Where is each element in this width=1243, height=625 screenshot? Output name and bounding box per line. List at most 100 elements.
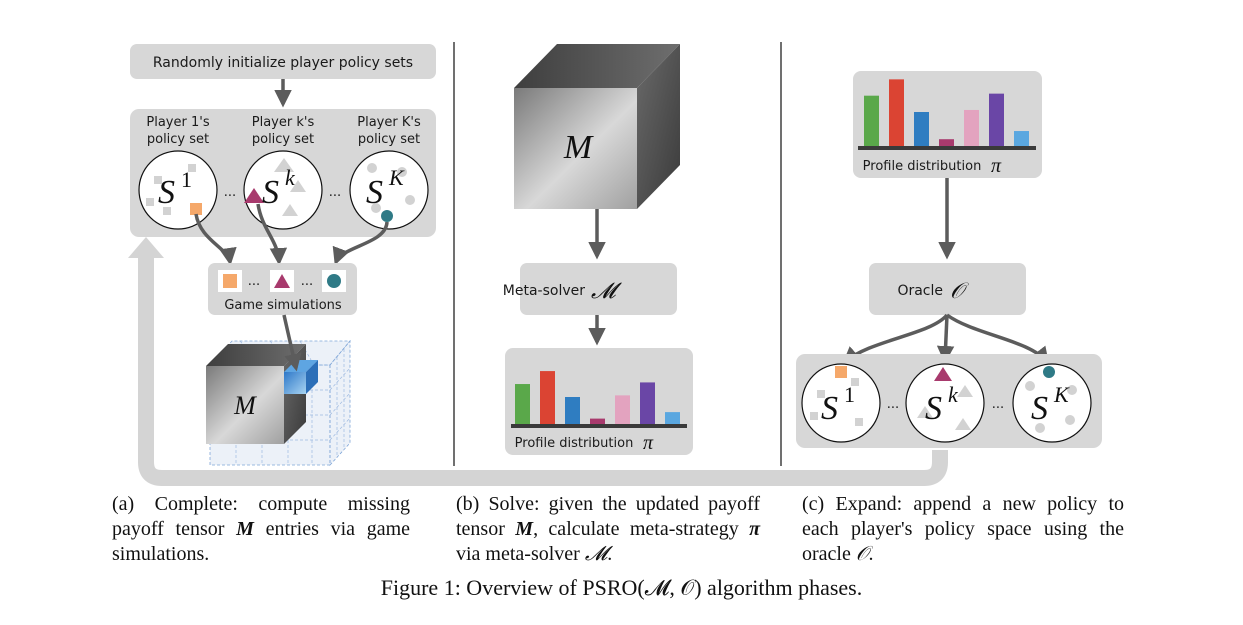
caption-a-text: Complete: compute missing payoff tensor (112, 493, 410, 540)
player1-title-2: policy set (147, 132, 209, 147)
sK-sup: K (388, 165, 405, 190)
c-sK-base: S (1031, 390, 1048, 427)
payoff-tensor-b: M (514, 44, 680, 209)
oracle-box (869, 263, 1026, 315)
player1-title-1: Player 1's (146, 115, 209, 130)
profile-box-b: Profile distribution π (505, 348, 693, 455)
playerk-title-1: Player k's (252, 115, 315, 130)
new-policy-teal-circle (381, 210, 393, 222)
dots-c1: ... (887, 397, 899, 412)
baseline-c (858, 146, 1036, 150)
expanded-set-sK: S K (1012, 363, 1092, 443)
profile-bar-4 (590, 418, 605, 424)
expanded-teal-circle (1043, 366, 1055, 378)
caption-a-text2: entries via game simulations. (112, 518, 411, 565)
playerK-title-1: Player K's (357, 115, 421, 130)
caption-c: (c) Expand: append a new policy to each … (802, 492, 1124, 567)
sim-orange-square (223, 274, 237, 288)
payoff-tensor-a: M (206, 339, 351, 467)
profile-bar-2 (540, 371, 555, 424)
expanded-set-sk: S k (905, 363, 985, 443)
sK-base: S (366, 174, 383, 211)
playerK-title-2: policy set (358, 132, 420, 147)
playerk-title-2: policy set (252, 132, 314, 147)
caption-c-text: Expand: append a new policy to each play… (802, 493, 1124, 565)
loop-arrow (138, 255, 948, 486)
dots-sim2: ... (301, 274, 313, 289)
arrow-sK-to-sim (332, 221, 389, 266)
policy-set-s1: S 1 (138, 150, 218, 230)
profile-symbol-c: π (991, 155, 1002, 177)
caption-b: (b) Solve: given the updated payoff tens… (456, 492, 760, 567)
caption-b-tag: (b) (456, 493, 480, 515)
new-policy-purple-triangle (244, 188, 264, 203)
tensor-label-b: M (563, 129, 594, 166)
profile-symbol-b: π (643, 432, 654, 454)
profile-bar-7 (1014, 131, 1029, 146)
profile-bar-4 (939, 139, 954, 146)
profile-bar-7 (665, 412, 680, 424)
panel-c: Profile distribution π Oracle 𝒪 S 1 ... … (796, 71, 1102, 448)
sim-teal-circle (327, 274, 341, 288)
caption-b-solver: 𝓜 (584, 543, 608, 565)
init-box (130, 44, 436, 79)
caption-c-oracle: 𝒪 (855, 543, 869, 565)
game-sim-label: Game simulations (224, 298, 342, 313)
profile-box-c: Profile distribution π (853, 71, 1042, 178)
sim-purple-triangle (274, 274, 290, 288)
baseline-b (511, 424, 687, 428)
profile-bar-1 (864, 95, 879, 146)
arrow-oracle-to-sk (936, 314, 955, 364)
caption-b-text3: via meta-solver (456, 543, 580, 565)
caption-b-pi: π (749, 518, 760, 540)
arrow-sk-to-sim (256, 203, 288, 266)
profile-bar-5 (615, 395, 630, 424)
dots-a2: ... (329, 185, 341, 200)
policy-set-sk: S k (243, 150, 323, 230)
new-policy-orange-square (190, 203, 202, 215)
init-label: Randomly initialize player policy sets (153, 55, 413, 71)
figure-canvas: Randomly initialize player policy sets P… (128, 42, 1102, 486)
c-sk-base: S (925, 390, 942, 427)
caption-a-tag: (a) (112, 493, 135, 515)
profile-bar-3 (565, 397, 580, 424)
figure-caption: Figure 1: Overview of PSRO(𝓜, 𝒪) algorit… (380, 575, 863, 600)
sk-base: S (262, 174, 279, 211)
caption-c-end: . (868, 543, 874, 565)
meta-solver-box (520, 263, 677, 315)
profile-bar-5 (964, 109, 979, 146)
sk-sup: k (285, 165, 296, 190)
profile-bars-c (864, 79, 1029, 146)
profile-bars-b (515, 371, 680, 424)
caption-a-bold: M (236, 518, 254, 540)
dots-sim1: ... (248, 274, 260, 289)
panel-a: Randomly initialize player policy sets P… (128, 44, 948, 486)
c-s1-base: S (821, 390, 838, 427)
policy-set-sK: S K (349, 150, 429, 230)
expanded-purple-triangle (934, 367, 952, 381)
c-sK-sup: K (1053, 382, 1070, 407)
arrow-s1-to-sim (194, 213, 237, 266)
oracle-text: Oracle (897, 283, 943, 299)
profile-text-b: Profile distribution (515, 436, 634, 451)
expanded-set-s1: S 1 (801, 363, 881, 443)
caption-b-text: Solve: given the updated payoff tensor (456, 493, 760, 540)
s1-sup: 1 (181, 167, 192, 192)
caption-a: (a) Complete: compute missing payoff ten… (112, 492, 410, 567)
meta-solver-text: Meta-solver (503, 283, 585, 299)
panel-b: M Meta-solver 𝓜 Profile distribution π (503, 44, 693, 455)
profile-text-c: Profile distribution (863, 159, 982, 174)
arrow-sim-to-tensor (282, 314, 302, 372)
expanded-orange-square (835, 366, 847, 378)
profile-bar-3 (914, 112, 929, 146)
profile-bar-6 (989, 93, 1004, 146)
dots-c2: ... (992, 397, 1004, 412)
c-s1-sup: 1 (844, 382, 855, 407)
caption-c-tag: (c) (802, 493, 825, 515)
caption-b-end: . (607, 543, 613, 565)
loop-arrow-head (128, 237, 164, 258)
profile-bar-1 (515, 384, 530, 424)
s1-base: S (158, 174, 175, 211)
profile-bar-2 (889, 79, 904, 146)
caption-b-bold: M (515, 518, 534, 540)
